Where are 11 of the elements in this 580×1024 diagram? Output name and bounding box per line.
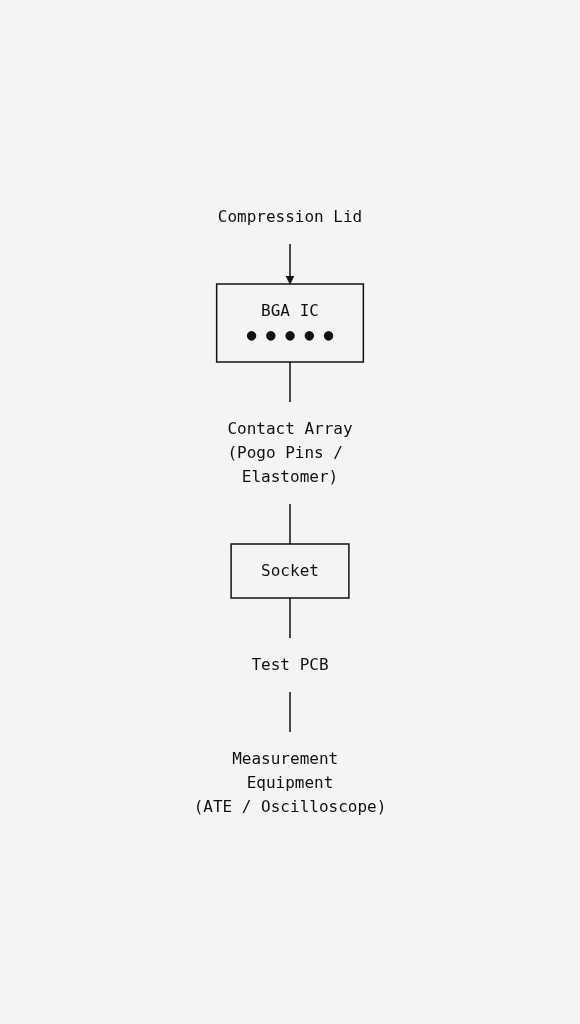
node-text: Compression Lid: [217, 207, 363, 226]
connector: [289, 597, 291, 639]
connector: [289, 503, 291, 545]
connector: [289, 361, 291, 403]
node-box: BGA IC ● ● ● ● ●: [215, 283, 365, 363]
node-box: Socket: [230, 543, 350, 599]
arrow: [285, 243, 295, 285]
node-text: Contact Array (Pogo Pins / Elastomer): [227, 419, 353, 486]
node-text: Measurement Equipment (ATE / Oscilloscope): [193, 749, 387, 816]
node-text: Test PCB: [251, 655, 329, 674]
connector: [289, 691, 291, 733]
